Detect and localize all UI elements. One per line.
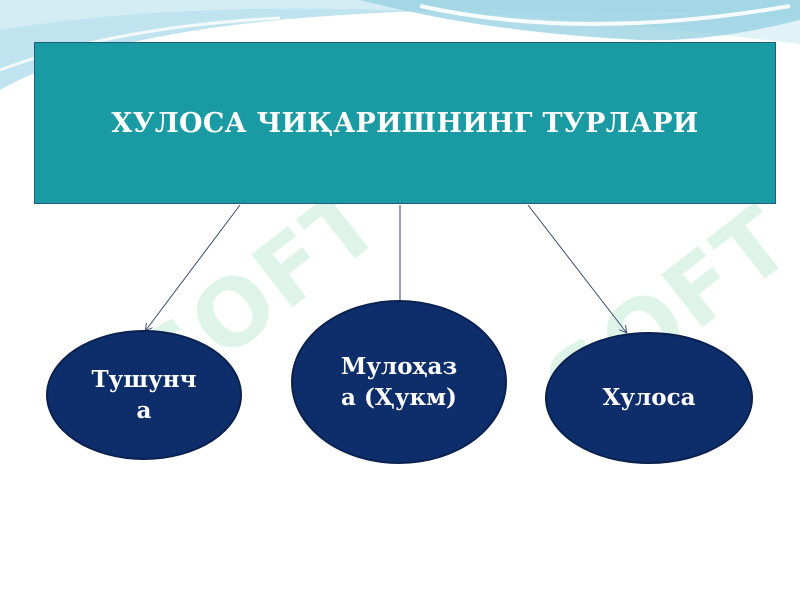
node-label: Мулоҳаза (Ҳукм) — [340, 352, 458, 411]
node-conclusion: Хулоса — [545, 332, 753, 464]
diagram-title: ХУЛОСА ЧИҚАРИШНИНГ ТУРЛАРИ — [111, 107, 699, 139]
node-label: Хулоса — [602, 384, 696, 412]
diagram-title-box: ХУЛОСА ЧИҚАРИШНИНГ ТУРЛАРИ — [34, 42, 776, 204]
node-judgment: Мулоҳаза (Ҳукм) — [291, 300, 507, 464]
node-concept: Тушунча — [46, 330, 242, 460]
node-label: Тушунча — [91, 365, 197, 424]
